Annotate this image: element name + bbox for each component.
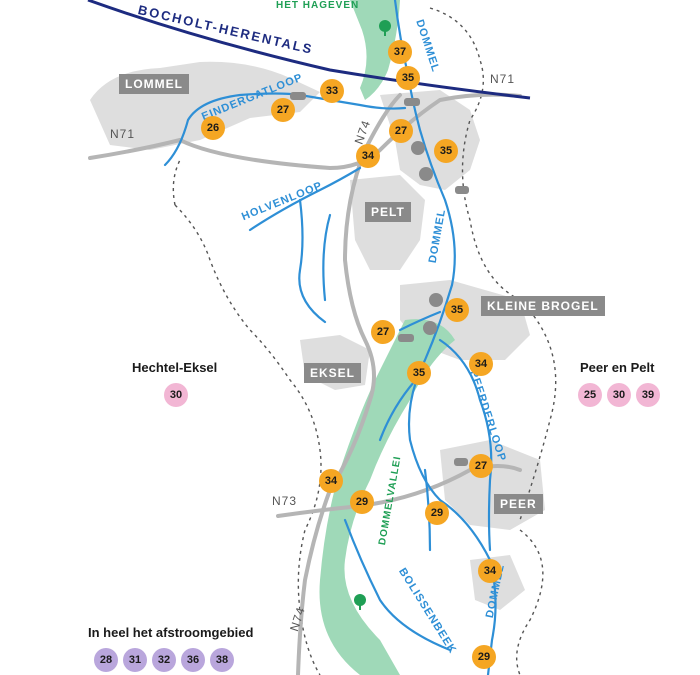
region-title-hechtel-eksel: Hechtel-Eksel: [132, 360, 218, 375]
marker-badge: 29: [350, 490, 374, 514]
marker-badge: 33: [320, 79, 344, 103]
het-hageven-label: HET HAGEVEN: [276, 0, 360, 11]
region-title-afstroomgebied: In heel het afstroomgebied: [88, 625, 254, 640]
region-badge: 38: [210, 648, 234, 672]
marker-badge: 29: [472, 645, 496, 669]
region-badges-hechtel-eksel: 30: [164, 383, 188, 407]
mill-icons: [290, 92, 469, 466]
marker-badge: 26: [201, 116, 225, 140]
region-badges-afstroomgebied: 28 31 32 36 38: [94, 648, 234, 672]
region-badges-peer-en-pelt: 25 30 39: [578, 383, 660, 407]
marker-badge: 27: [371, 320, 395, 344]
region-badge: 32: [152, 648, 176, 672]
marker-badge: 27: [389, 119, 413, 143]
marker-badge: 27: [469, 454, 493, 478]
marker-badge: 35: [434, 139, 458, 163]
municipal-borders: [172, 7, 557, 675]
marker-badge: 34: [469, 352, 493, 376]
region-badge: 36: [181, 648, 205, 672]
town-label-eksel: EKSEL: [304, 363, 362, 383]
roads: [88, 92, 522, 675]
road-label-n73: N73: [272, 494, 298, 508]
region-badge: 39: [636, 383, 660, 407]
waterways: [163, 0, 497, 675]
marker-badge: 34: [478, 559, 502, 583]
marker-badge: 29: [425, 501, 449, 525]
region-badge: 25: [578, 383, 602, 407]
region-badge: 28: [94, 648, 118, 672]
road-label-n71-west: N71: [110, 127, 136, 141]
railway-line: [87, 0, 531, 100]
marker-badge: 37: [388, 40, 412, 64]
town-label-peer: PEER: [494, 494, 543, 514]
tree-icons: [354, 20, 391, 610]
town-label-pelt: PELT: [365, 202, 411, 222]
town-label-kleine-brogel: KLEINE BROGEL: [481, 296, 605, 316]
region-badge: 31: [123, 648, 147, 672]
road-label-n71-east: N71: [490, 72, 516, 86]
region-badge: 30: [607, 383, 631, 407]
marker-badge: 27: [271, 98, 295, 122]
region-badge: 30: [164, 383, 188, 407]
marker-badge: 35: [396, 66, 420, 90]
region-title-peer-en-pelt: Peer en Pelt: [580, 360, 655, 375]
marker-badge: 35: [407, 361, 431, 385]
marker-badge: 34: [319, 469, 343, 493]
town-label-lommel: LOMMEL: [119, 74, 189, 94]
marker-badge: 34: [356, 144, 380, 168]
marker-badge: 35: [445, 298, 469, 322]
